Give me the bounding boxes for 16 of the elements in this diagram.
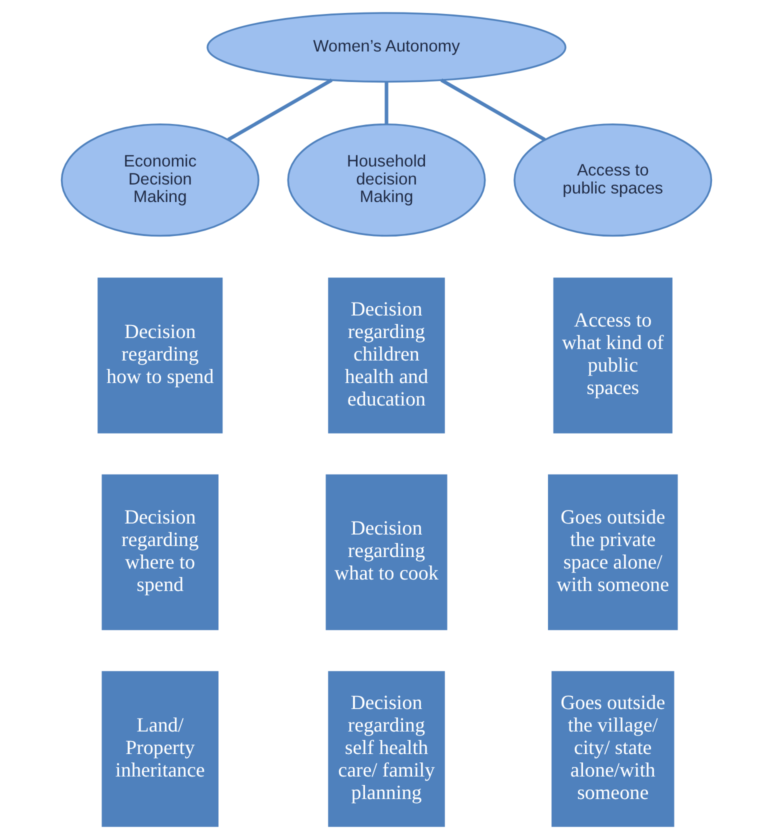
node-box: Decision regarding how to spend (97, 278, 222, 434)
node-box: Goes outside the private space alone/ with someone (548, 474, 678, 630)
node-box: Decision regarding children health and education (328, 278, 444, 434)
node-ellipse: Economic Decision Making (60, 123, 259, 237)
node-ellipse: Household decision Making (286, 123, 486, 237)
connector (440, 78, 546, 142)
node-box: Decision regarding what to cook (325, 474, 447, 630)
node-ellipse: Women’s Autonomy (206, 12, 566, 83)
node-box: Access to what kind of public spaces (552, 278, 672, 434)
connector (226, 78, 332, 142)
connector (384, 82, 388, 124)
node-box: Land/ Property inheritance (101, 671, 218, 827)
node-box: Decision regarding self health care/ family planning (328, 671, 444, 827)
node-box: Decision regarding where to spend (101, 474, 218, 630)
node-box: Goes outside the village/ city/ state alone/with someone (551, 671, 674, 827)
node-ellipse: Access to public spaces (513, 123, 712, 237)
